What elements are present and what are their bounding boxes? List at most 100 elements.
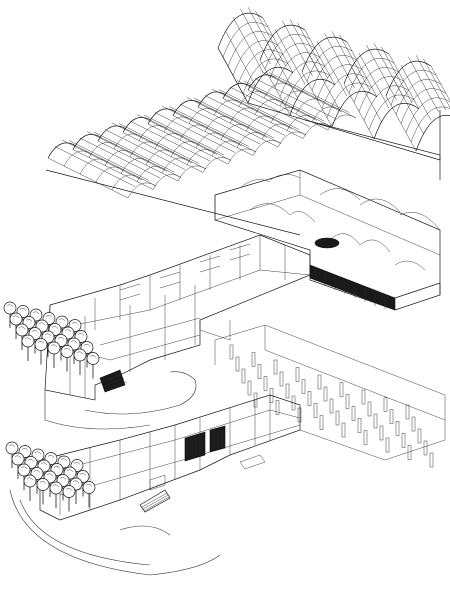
tree <box>42 312 56 339</box>
vault-cross-rib <box>222 22 269 58</box>
vault-cross-rib <box>63 150 93 167</box>
column <box>275 400 280 415</box>
vault-rib <box>358 53 390 109</box>
vault-rib <box>161 105 243 147</box>
tree-crown-detail <box>65 488 73 491</box>
vault-cross-rib <box>405 97 450 133</box>
column <box>229 344 234 360</box>
vault-rib <box>118 123 200 164</box>
vault-cross-rib <box>400 88 447 124</box>
vault-rib <box>61 139 143 181</box>
vault-rib <box>393 78 424 135</box>
vault-cross-rib <box>261 123 291 140</box>
vault-arch-rear <box>289 79 336 116</box>
small-vault <box>172 97 282 156</box>
vault-cross-rib <box>220 124 250 140</box>
roof-layer <box>45 7 450 236</box>
vault-rib <box>47 157 129 199</box>
upper-tree-grove <box>3 301 100 379</box>
vault-cross-rib <box>410 106 450 142</box>
tree-crown-detail <box>89 355 97 358</box>
tree-crown-detail <box>59 477 67 480</box>
tree-crown-detail <box>38 322 46 326</box>
tree <box>49 481 63 508</box>
vault-rib <box>168 106 250 147</box>
vault-rib <box>236 80 318 121</box>
tree <box>86 352 100 379</box>
column <box>379 425 384 441</box>
small-vault <box>97 122 207 182</box>
vault-cross-rib <box>264 34 311 70</box>
tree-crown-detail <box>77 333 85 336</box>
vault-cross-rib <box>390 70 437 106</box>
column <box>263 376 268 391</box>
vault-cross-rib <box>188 108 218 124</box>
vault-arch <box>147 108 177 125</box>
tree-crown-detail <box>73 462 81 465</box>
vault-rib <box>408 56 439 113</box>
vault-rib <box>229 86 311 128</box>
conservatory-block <box>214 169 441 311</box>
vault-rib <box>366 44 397 101</box>
vault-cross-rib <box>213 99 243 116</box>
tree-crown-detail <box>79 473 87 476</box>
vault-arch <box>72 134 102 150</box>
vault-rib <box>179 103 261 145</box>
column <box>235 356 240 372</box>
column <box>385 437 390 453</box>
column <box>241 368 246 384</box>
small-vault <box>122 114 232 173</box>
tree-crown-detail <box>85 484 93 487</box>
vault-rib <box>316 41 348 97</box>
column <box>361 389 366 405</box>
column <box>341 422 346 438</box>
vault-rib <box>222 98 304 139</box>
tree-crown-detail <box>19 308 27 311</box>
vault-cross-rib <box>104 150 134 166</box>
column <box>329 398 334 414</box>
vault-rib <box>400 65 432 121</box>
vault-cross-rib <box>237 49 284 85</box>
vault-rib <box>282 20 313 77</box>
vault-cross-rib <box>129 141 159 158</box>
column <box>257 364 262 379</box>
ground-floor-layer <box>5 324 446 576</box>
tree-crown <box>73 348 87 362</box>
vault-cross-rib <box>154 133 184 149</box>
vault-cross-rib <box>353 67 400 103</box>
vault-rib <box>423 58 450 109</box>
vault-rib <box>232 17 264 73</box>
column <box>297 407 302 423</box>
vault-arch-rear <box>373 103 420 140</box>
vault-cross-rib <box>136 166 166 182</box>
vault-arch-rear <box>247 67 294 104</box>
small-vault <box>72 131 182 190</box>
tree-crown-detail <box>26 477 34 481</box>
vault-cross-rib <box>232 40 279 76</box>
vault-cross-rib <box>316 64 363 100</box>
grid-outline <box>214 324 446 461</box>
vault-rib <box>129 120 211 162</box>
vault-rib <box>351 66 382 123</box>
column <box>273 359 278 375</box>
tree-crown <box>49 481 63 495</box>
column <box>295 367 300 382</box>
tree-crown-detail <box>83 344 91 347</box>
tree-crown-detail <box>63 348 71 351</box>
vault-rib <box>68 140 150 181</box>
vault-arch-rear <box>331 91 378 128</box>
vault-cross-rib <box>245 115 275 132</box>
vault-cross-rib <box>145 149 175 166</box>
tree-crown <box>3 301 17 315</box>
vault-rib <box>261 71 343 113</box>
vault-rib <box>268 72 350 113</box>
ground-main-building <box>9 394 301 576</box>
tree <box>47 341 61 368</box>
vault-rib <box>274 29 306 85</box>
small-vault <box>147 105 257 165</box>
tree-crown <box>36 478 50 491</box>
column-grid <box>214 324 446 468</box>
vault-cross-rib <box>186 149 216 165</box>
vault-cross-rib <box>238 91 268 107</box>
tree-crown-detail <box>60 458 68 462</box>
